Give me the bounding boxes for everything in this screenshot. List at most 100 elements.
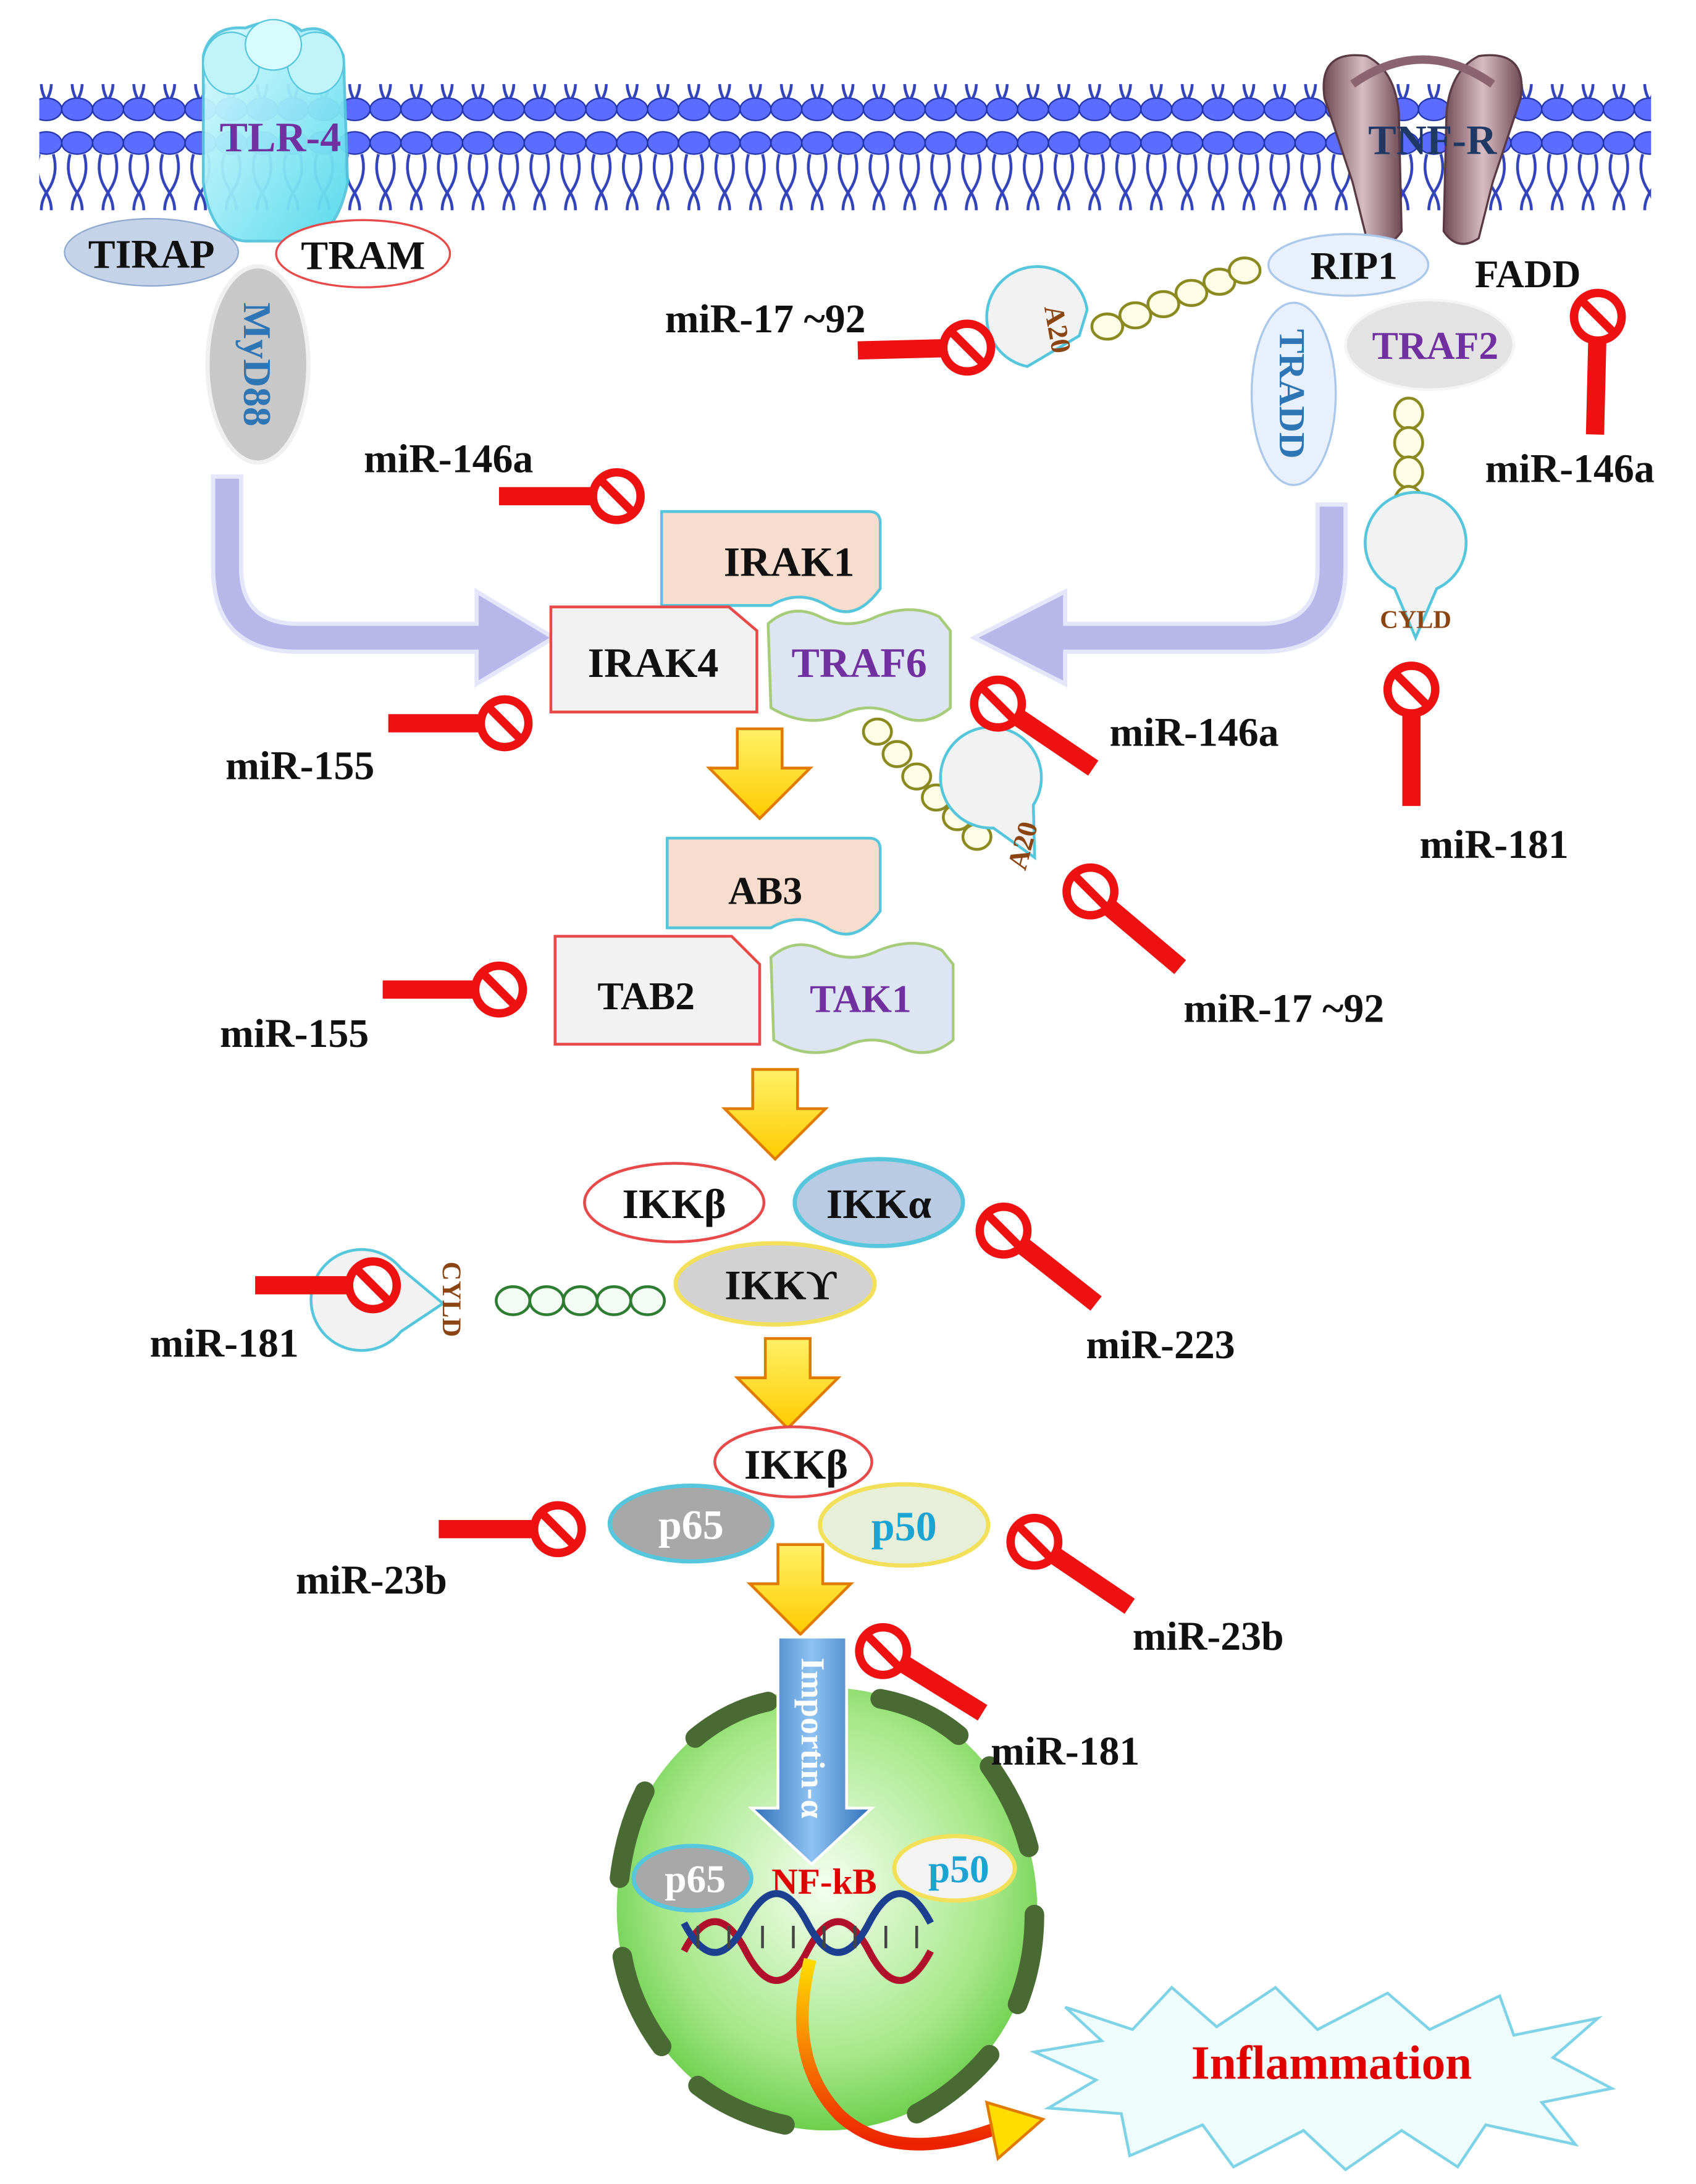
tnfr-receptor: TNF-R <box>1322 54 1523 245</box>
nuc-p65-label: p65 <box>665 1857 726 1901</box>
irak1-label: IRAK1 <box>724 539 855 586</box>
tak-complex: AB3 TAB2 TAK1 <box>553 836 955 1054</box>
mir23b-left-label: miR-23b <box>296 1558 447 1603</box>
tirap-label: TIRAP <box>88 232 215 277</box>
mir181-right-inhibitor-slash <box>1393 671 1430 708</box>
mir23b-right-label: miR-23b <box>1133 1614 1284 1659</box>
yellow-arrow-3 <box>734 1337 842 1430</box>
ubiquitin-chain-rip1 <box>1090 256 1262 341</box>
inflammation-burst: Inflammation <box>1030 1985 1616 2172</box>
mir181-left-inhibitor-slash <box>354 1267 392 1304</box>
mir146a-traf6-inhibitor-bar <box>1012 709 1099 776</box>
tradd-node <box>1250 301 1337 486</box>
tram-label: TRAM <box>301 233 425 279</box>
mir155-a-inhibitor-slash <box>486 705 523 742</box>
nuc-p50-label: p50 <box>928 1847 989 1891</box>
mir23b-right-inhibitor-bar <box>1049 1547 1135 1614</box>
nucleus <box>610 1687 1044 2135</box>
mir17-mid-label: miR-17 ~92 <box>1183 986 1384 1031</box>
ikkb2-label: IKKβ <box>744 1441 848 1488</box>
ikkg-node <box>673 1241 877 1327</box>
mir17-mid-inhibitor-slash <box>1072 873 1109 910</box>
mir223-inhibitor-slash <box>985 1212 1022 1250</box>
yellow-arrow-4 <box>746 1543 855 1637</box>
a20-top-node: A20 <box>985 265 1089 368</box>
mir181-left-label: miR-181 <box>150 1321 299 1366</box>
mir146a-traf6-label: miR-146a <box>1109 710 1278 755</box>
inflammation-arrow <box>796 1957 1046 2161</box>
mir146a-right-inhibitor-slash <box>1579 298 1616 335</box>
nuc-p65-node <box>631 1844 754 1913</box>
ikkg-label: IKKϒ <box>724 1262 837 1309</box>
ubiquitin-chain-ikkg <box>495 1285 666 1316</box>
tak1-label: TAK1 <box>810 976 912 1020</box>
mirna-inhibitors <box>255 288 1626 1721</box>
cyld-top-node: CYLD <box>1364 490 1467 642</box>
traf2-label: TRAF2 <box>1372 324 1498 368</box>
tak1-node <box>769 942 955 1054</box>
mir155-b-label: miR-155 <box>220 1011 369 1056</box>
traf6-label: TRAF6 <box>791 639 926 686</box>
ikkb-label: IKKβ <box>622 1180 726 1227</box>
myd88-node <box>205 264 311 465</box>
traf6-node <box>766 608 952 722</box>
irak4-node <box>549 605 758 714</box>
mir146a-right-inhibitor-bar <box>1585 340 1606 435</box>
tnfr-label: TNF-R <box>1368 117 1497 164</box>
tradd-label: TRADD <box>1272 329 1312 459</box>
ikka-node <box>792 1157 965 1248</box>
mir146a-mid-label: miR-146a <box>364 437 533 482</box>
mir17-top-label: miR-17 ~92 <box>665 296 866 342</box>
mir146a-traf6-inhibitor-slash <box>980 685 1017 722</box>
mir17-top-inhibitor-bar <box>857 339 944 360</box>
mir181-right-label: miR-181 <box>1420 822 1569 867</box>
mir181-nuc-label: miR-181 <box>991 1729 1140 1774</box>
ikkb-node <box>583 1162 766 1243</box>
ikka-label: IKKα <box>826 1180 931 1227</box>
p50-node <box>818 1482 991 1568</box>
p65-label: p65 <box>658 1502 724 1548</box>
tlr4-receptor: TLR-4 <box>201 19 350 243</box>
traf2-node <box>1344 298 1516 392</box>
p65-node <box>607 1484 775 1564</box>
mir17-top-inhibitor-slash <box>949 329 986 366</box>
ab3-node <box>665 836 882 936</box>
mir155-b-inhibitor-slash <box>481 971 518 1008</box>
inflammation-label: Inflammation <box>1191 2036 1472 2089</box>
tirap-node <box>64 217 239 287</box>
rip1-node <box>1267 233 1430 297</box>
mir23b-left-inhibitor-slash <box>539 1511 577 1548</box>
mir155-a-label: miR-155 <box>225 744 374 789</box>
mir146a-mid-inhibitor-slash <box>598 477 636 515</box>
ikkb2-node <box>713 1425 873 1498</box>
myd88-label: MyD88 <box>235 302 279 426</box>
importin-label: Importin-α <box>794 1658 832 1818</box>
cyld-mid-label: CYLD <box>437 1262 466 1337</box>
tram-node <box>275 219 451 288</box>
tab2-label: TAB2 <box>597 974 695 1018</box>
mir23b-right-inhibitor-slash <box>1016 1523 1053 1560</box>
irak4-label: IRAK4 <box>588 639 719 686</box>
mir17-mid-inhibitor-bar <box>1102 899 1186 975</box>
tlr4-label: TLR-4 <box>220 114 342 161</box>
rip1-label: RIP1 <box>1311 244 1398 288</box>
tlr-arrow <box>211 474 558 688</box>
fadd-label: FADD <box>1475 252 1581 296</box>
mir146a-right-label: miR-146a <box>1485 447 1655 492</box>
irak1-node <box>660 510 882 613</box>
mir223-inhibitor-bar <box>1017 1238 1102 1311</box>
tab2-node <box>553 934 762 1046</box>
p50-label: p50 <box>871 1503 937 1550</box>
cyld-top-label: CYLD <box>1380 606 1451 634</box>
ab3-label: AB3 <box>728 869 802 913</box>
yellow-arrow-1 <box>705 727 814 821</box>
tnfr-arrow <box>969 502 1348 687</box>
dna-helix <box>681 1890 934 1984</box>
mir181-nuc-inhibitor-slash <box>864 1632 902 1670</box>
importin-arrow: Importin-α <box>747 1636 876 1867</box>
yellow-arrow-2 <box>721 1068 829 1161</box>
mir223-label: miR-223 <box>1086 1322 1235 1367</box>
nuc-p50-node <box>892 1834 1017 1903</box>
